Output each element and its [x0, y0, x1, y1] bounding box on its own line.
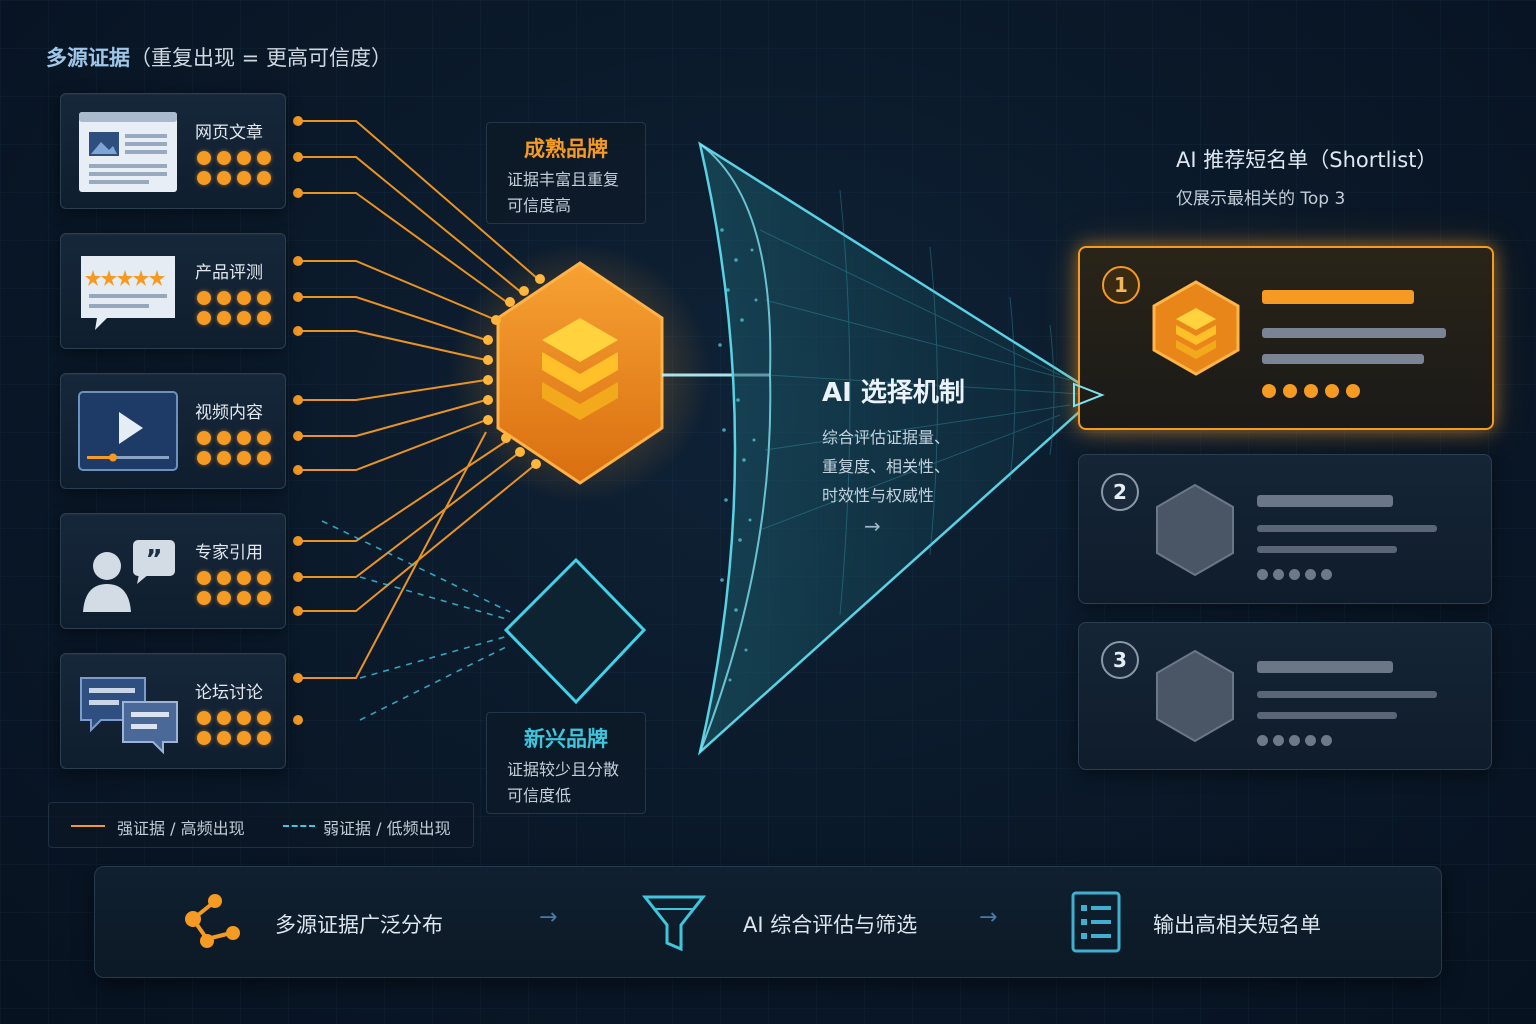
- rating-dots: [1262, 384, 1360, 398]
- review-icon: [81, 256, 175, 330]
- weak-line-swatch: [283, 825, 315, 827]
- source-label: 专家引用: [195, 543, 263, 563]
- evidence-dots: [197, 151, 273, 185]
- web-article-icon: [79, 112, 177, 192]
- source-card-review: 产品评测: [60, 233, 286, 349]
- forum-icon: [80, 677, 178, 754]
- ai-mechanism-title: AI 选择机制: [822, 378, 965, 408]
- shortlist-item-1[interactable]: 1: [1078, 246, 1494, 430]
- mature-brand-desc: 证据丰富且重复 可信度高: [507, 167, 619, 219]
- shortlist-title: AI 推荐短名单（Shortlist）: [1176, 148, 1438, 172]
- source-label: 产品评测: [195, 263, 263, 283]
- flow-step-3: 输出高相关短名单: [1153, 913, 1321, 937]
- emerging-brand-title: 新兴品牌: [524, 727, 608, 751]
- flow-step-2: AI 综合评估与筛选: [743, 913, 918, 937]
- source-label: 论坛讨论: [195, 683, 263, 703]
- evidence-dots: [197, 291, 273, 325]
- list-document-icon: [1071, 891, 1121, 953]
- text-bar: [1262, 328, 1446, 338]
- brand-hexagon-icon: [1152, 280, 1240, 376]
- rating-dots: [1257, 735, 1332, 746]
- mature-brand-box: 成熟品牌 证据丰富且重复 可信度高: [486, 122, 646, 224]
- flow-step-1: 多源证据广泛分布: [275, 913, 443, 937]
- share-network-icon: [185, 894, 240, 948]
- flow-arrow-icon: →: [539, 905, 558, 930]
- shortlist-item-2[interactable]: 2: [1078, 454, 1492, 604]
- legend-weak-label: 弱证据 / 低频出现: [323, 819, 451, 838]
- evidence-dots: [197, 711, 273, 745]
- evidence-dots: [197, 571, 273, 605]
- text-bar: [1257, 546, 1397, 553]
- funnel-tip-arrow-icon: [1073, 382, 1105, 408]
- emerging-brand-desc: 证据较少且分散 可信度低: [507, 757, 619, 809]
- source-card-web-article: 网页文章: [60, 93, 286, 209]
- mature-brand-desc-line: 可信度高: [507, 196, 572, 215]
- text-bar: [1257, 525, 1437, 532]
- mature-brand-hexagon: [450, 243, 710, 503]
- source-card-video: 视频内容: [60, 373, 286, 489]
- wire-endpoints: [293, 116, 303, 725]
- ai-mechanism-desc: 综合评估证据量、 重复度、相关性、 时效性与权威性: [822, 423, 965, 510]
- ai-funnel: [697, 141, 1101, 756]
- shortlist-subtitle: 仅展示最相关的 Top 3: [1176, 189, 1346, 209]
- emerging-brand-diamond: [503, 557, 647, 705]
- title-bar: [1262, 290, 1414, 304]
- ai-mechanism-text: AI 选择机制 综合评估证据量、 重复度、相关性、 时效性与权威性 →: [822, 372, 965, 538]
- flow-arrow-icon: →: [979, 905, 998, 930]
- text-bar: [1257, 712, 1397, 719]
- source-card-forum: 论坛讨论: [60, 653, 286, 769]
- title-bar: [1257, 495, 1393, 507]
- legend-strong-label: 强证据 / 高频出现: [117, 819, 245, 838]
- evidence-dots: [197, 431, 273, 465]
- arrow-right-icon: →: [864, 514, 881, 538]
- ai-mechanism-desc-line: 综合评估证据量、: [822, 428, 951, 447]
- source-label: 视频内容: [195, 403, 263, 423]
- emerging-brand-box: 新兴品牌 证据较少且分散 可信度低: [486, 712, 646, 814]
- brand-hexagon-icon: [1156, 483, 1234, 577]
- video-icon: [78, 391, 178, 471]
- mature-brand-title: 成熟品牌: [524, 137, 608, 161]
- legend: 强证据 / 高频出现 弱证据 / 低频出现: [48, 802, 474, 848]
- shortlist-item-3[interactable]: 3: [1078, 622, 1492, 770]
- header-title: 多源证据: [46, 46, 130, 70]
- funnel-filter-icon: [641, 895, 707, 952]
- source-card-expert-quote: ” 专家引用: [60, 513, 286, 629]
- expert-quote-icon: ”: [83, 540, 175, 612]
- ai-mechanism-desc-line: 时效性与权威性: [822, 486, 935, 505]
- text-bar: [1257, 691, 1437, 698]
- emerging-brand-desc-line: 证据较少且分散: [507, 760, 620, 779]
- title-bar: [1257, 661, 1393, 673]
- rank-badge: 2: [1101, 473, 1139, 511]
- rank-badge: 1: [1102, 266, 1140, 304]
- mature-brand-desc-line: 证据丰富且重复: [507, 170, 620, 189]
- rank-badge: 3: [1101, 641, 1139, 679]
- svg-text:”: ”: [145, 545, 162, 575]
- ai-mechanism-desc-line: 重复度、相关性、: [822, 457, 951, 476]
- rating-dots: [1257, 569, 1332, 580]
- strong-line-swatch: [71, 825, 105, 827]
- strong-evidence-wires: [298, 120, 539, 679]
- emerging-brand-desc-line: 可信度低: [507, 786, 572, 805]
- evidence-header: 多源证据（重复出现 = 更高可信度）: [46, 42, 392, 72]
- header-note: （重复出现 = 更高可信度）: [130, 46, 392, 70]
- text-bar: [1262, 354, 1424, 364]
- source-label: 网页文章: [195, 123, 263, 143]
- process-flow-bar: 多源证据广泛分布 → AI 综合评估与筛选 → 输出高相关短名单: [94, 866, 1442, 978]
- weak-evidence-wires: [321, 520, 511, 721]
- brand-hexagon-icon: [1156, 649, 1234, 743]
